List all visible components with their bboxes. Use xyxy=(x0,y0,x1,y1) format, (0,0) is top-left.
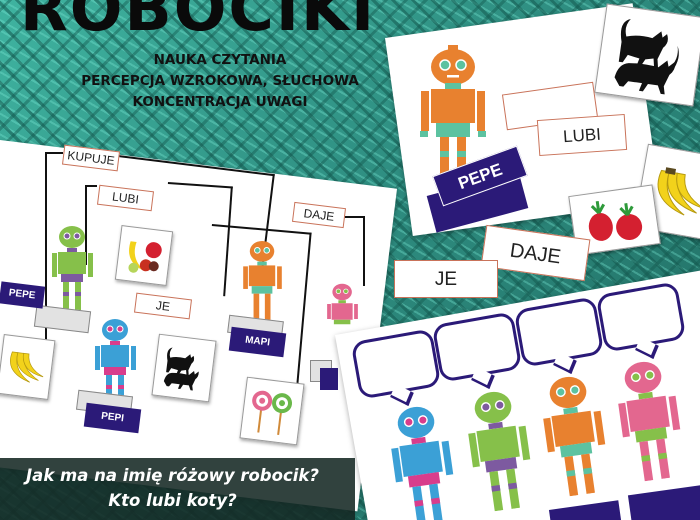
word-card-lubi-top[interactable]: LUBI xyxy=(536,113,628,157)
blue-robot-small xyxy=(93,318,138,407)
orange-robot-large xyxy=(418,45,493,179)
cats-icon xyxy=(614,18,679,95)
wire xyxy=(340,216,365,286)
lollipops-picture-card xyxy=(239,376,305,446)
wire xyxy=(45,152,47,342)
question-banner: Jak ma na imię różowy robocik? Kto lubi … xyxy=(0,458,355,520)
cats-picture-card xyxy=(594,3,700,107)
raspberries-picture-card xyxy=(568,184,661,256)
subtitle-line-2: PERCEPCJA WZROKOWA, SŁUCHOWA xyxy=(81,73,359,89)
fruits-icon xyxy=(128,240,162,273)
raspberries-icon xyxy=(588,201,642,242)
green-robot-small xyxy=(50,225,95,314)
blue-robot-large xyxy=(380,401,467,520)
cats-icon xyxy=(163,347,199,391)
loose-word-card-je[interactable]: JE xyxy=(394,260,498,298)
question-2: Kto lubi koty? xyxy=(108,491,237,510)
pink-robot-small xyxy=(325,283,360,332)
wire xyxy=(85,185,97,265)
bananas-icon xyxy=(10,351,44,383)
orange-robot-small xyxy=(240,240,285,324)
name-tag-partial xyxy=(320,368,338,390)
lollipops-icon xyxy=(252,390,293,436)
bananas-picture-card xyxy=(0,334,56,400)
bananas-picture-card-right xyxy=(633,143,700,242)
cats-picture-card-left xyxy=(151,333,217,403)
subtitle-line-3: KONCENTRACJA UWAGI xyxy=(132,94,308,110)
wire xyxy=(45,152,63,154)
subtitle-line-1: NAUKA CZYTANIA xyxy=(153,52,287,68)
page-title: ROBOCIKI xyxy=(20,0,377,45)
pink-robot-large xyxy=(607,356,694,489)
green-robot-large xyxy=(457,386,544,519)
fruits-picture-card xyxy=(114,225,174,286)
orange-robot-medium xyxy=(532,371,619,504)
question-1: Jak ma na imię różowy robocik? xyxy=(26,466,319,485)
bananas-icon xyxy=(657,166,700,216)
